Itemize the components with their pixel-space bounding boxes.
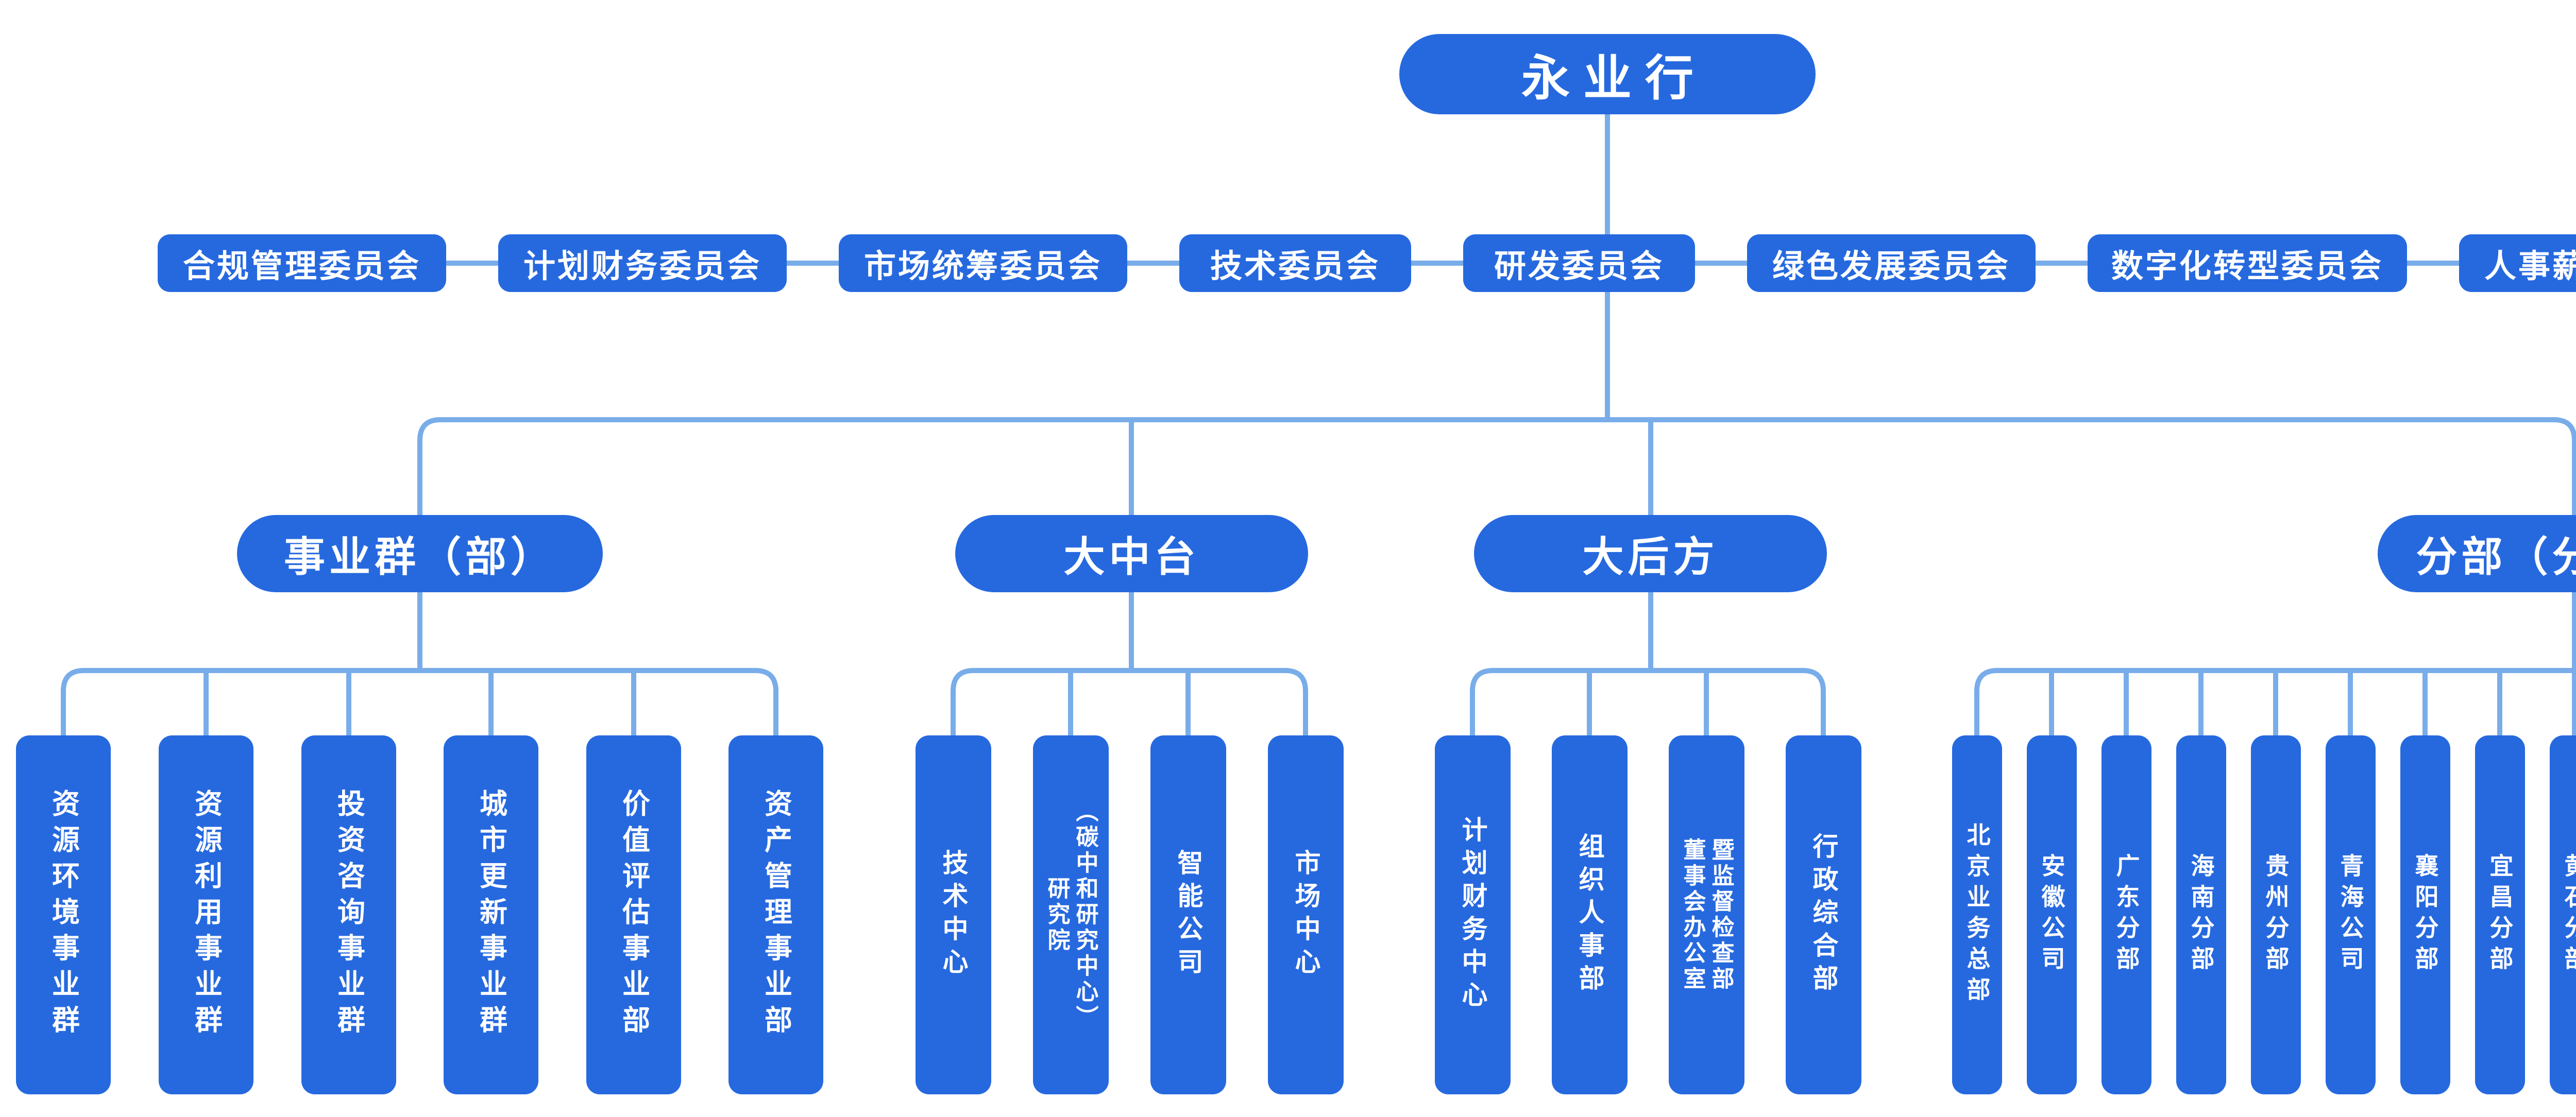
leaf-node-investment-consulting: 投资咨询事业群 [301,735,396,1094]
committee-node-hr-compensation: 人事薪酬委员会 [2459,234,2576,292]
leaf-node-asset-management: 资产管理事业部 [728,735,823,1094]
leaf-node-admin-general: 行政综合部 [1786,735,1861,1094]
leaf-node-xiangyang: 襄阳分部 [2400,735,2450,1094]
group1-subdistributor [61,668,778,742]
committee-node-compliance: 合规管理委员会 [158,234,446,292]
leaf-label: 组织人事部 [1575,832,1604,998]
leaf-node-market-center: 市场中心 [1268,735,1344,1094]
leaf-label: 董事会办公室 暨监督检查部 [1680,837,1734,992]
leaf-node-tech-center: 技术中心 [916,735,991,1094]
leaf-node-research-institute: 研究院 （碳中和研究中心） [1033,735,1109,1094]
committee-node-plan-finance: 计划财务委员会 [498,234,787,292]
committee-node-market-coord: 市场统筹委员会 [839,234,1127,292]
committee-node-digital: 数字化转型委员会 [2088,234,2407,292]
leaf-label: 投资咨询事业群 [333,788,364,1041]
leaf-node-huangshi: 黄石分部 [2550,735,2576,1094]
leaf-label: 行政综合部 [1809,832,1838,998]
leaf-node-resource-utilization: 资源利用事业群 [159,735,253,1094]
division-node-back-office: 大后方 [1474,515,1827,592]
leaf-label: 城市更新事业群 [475,788,506,1041]
leaf-node-plan-finance-center: 计划财务中心 [1435,735,1511,1094]
leaf-label: 研究院 （碳中和研究中心） [1044,799,1098,1031]
leaf-node-anhui: 安徽公司 [2027,735,2077,1094]
leaf-label: 北京业务总部 [1963,822,1991,1008]
leaf-label: 贵州分部 [2262,853,2290,977]
committee-node-rnd: 研发委员会 [1463,234,1695,292]
leaf-node-beijing: 北京业务总部 [1952,735,2002,1094]
leaf-label: 安徽公司 [2038,853,2065,977]
leaf-node-value-appraisal: 价值评估事业部 [586,735,681,1094]
group2-subdistributor [951,668,1308,742]
leaf-label: 计划财务中心 [1458,816,1487,1014]
leaf-node-guangdong: 广东分部 [2102,735,2151,1094]
leaf-node-guizhou: 贵州分部 [2251,735,2301,1094]
leaf-node-qinghai: 青海公司 [2326,735,2376,1094]
leaf-node-hainan: 海南分部 [2176,735,2226,1094]
leaf-label: 黄石分部 [2561,853,2576,977]
leaf-label: 市场中心 [1291,849,1320,981]
main-distributor-connector [417,417,2576,671]
group3-subdistributor [1470,668,1826,742]
leaf-label: 青海公司 [2337,853,2364,977]
leaf-node-board-office: 董事会办公室 暨监督检查部 [1669,735,1744,1094]
committee-node-technology: 技术委员会 [1179,234,1411,292]
leaf-label: 资源利用事业群 [190,788,222,1041]
leaf-label: 海南分部 [2188,853,2215,977]
leaf-node-urban-renewal: 城市更新事业群 [444,735,538,1094]
group4-subdistributor [1974,668,2576,742]
leaf-node-org-hr: 组织人事部 [1552,735,1628,1094]
leaf-label: 襄阳分部 [2412,853,2439,977]
root-node: 永业行 [1399,34,1816,114]
leaf-label: 资产管理事业部 [760,788,791,1041]
division-node-middle-platform: 大中台 [955,515,1308,592]
division-node-branches: 分部（分公司） [2378,515,2576,592]
leaf-label: 价值评估事业部 [618,788,649,1041]
leaf-label: 广东分部 [2113,853,2140,977]
leaf-label: 资源环境事业群 [47,788,79,1041]
committee-node-green-dev: 绿色发展委员会 [1747,234,2036,292]
leaf-node-intelligence-company: 智能公司 [1150,735,1226,1094]
leaf-node-resource-environment: 资源环境事业群 [16,735,111,1094]
division-node-business-groups: 事业群（部） [237,515,603,592]
leaf-label: 宜昌分部 [2486,853,2514,977]
leaf-node-yichang: 宜昌分部 [2475,735,2525,1094]
leaf-label: 智能公司 [1174,849,1203,981]
leaf-label: 技术中心 [939,849,968,981]
